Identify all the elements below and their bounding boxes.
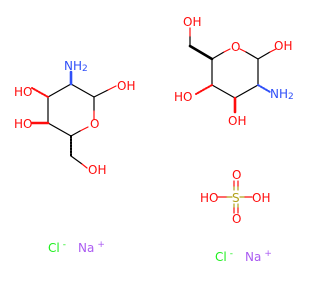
bond: [239, 48, 247, 53]
hash-bond-ho: [31, 87, 49, 98]
ho-label: HO: [14, 117, 32, 131]
ch2oh-label: OH: [88, 163, 106, 177]
bond: [223, 48, 231, 53]
structure-canvas: NH2 OH O HO HO OH OH O OH HO OH NH2: [14, 15, 294, 264]
bond: [234, 84, 259, 99]
ch2oh-label: OH: [183, 15, 201, 29]
sodium-label: Na+: [78, 240, 105, 255]
bond: [70, 155, 83, 165]
sulfuric-acid: HO S OH O O: [200, 168, 270, 226]
hash-bond-nh2: [257, 84, 271, 93]
bond: [70, 130, 81, 137]
chloride-label: Cl-: [215, 249, 233, 264]
bond: [70, 83, 95, 98]
ring-oxygen-label: O: [231, 40, 240, 54]
ho-label: HO: [174, 90, 192, 104]
oh-label: OH: [228, 114, 246, 128]
nh2-label: NH2: [64, 59, 88, 74]
oh-label: OH: [117, 79, 135, 93]
bond: [257, 51, 271, 60]
bond: [47, 83, 72, 98]
wedge-bond-ch2: [188, 44, 214, 61]
bond: [81, 163, 88, 169]
sodium-chloride-left: Cl- Na+: [48, 240, 105, 255]
bond: [211, 51, 225, 60]
sulfur-label: S: [232, 191, 240, 205]
ring-oxygen-label: O: [90, 117, 99, 131]
hash-bond-ho: [195, 84, 213, 95]
sodium-label: Na+: [245, 249, 272, 264]
ho-label: HO: [14, 85, 32, 99]
chloride-label: Cl-: [48, 240, 66, 255]
bond: [245, 51, 259, 60]
bond: [93, 89, 109, 98]
sodium-chloride-right: Cl- Na+: [215, 249, 272, 264]
oh-label: OH: [274, 39, 292, 53]
bond: [269, 48, 277, 53]
glucosamine-left: NH2 OH O HO HO OH: [14, 59, 135, 177]
bond: [107, 85, 117, 91]
oxygen-label: O: [232, 212, 241, 226]
oh-label: OH: [252, 191, 270, 205]
ho-label: HO: [200, 191, 218, 205]
nh2-label: NH2: [270, 87, 294, 102]
glucosamine-right: OH O OH HO OH NH2: [174, 15, 294, 128]
bond: [211, 84, 236, 99]
oxygen-label: O: [232, 168, 241, 182]
bond: [47, 122, 72, 137]
bond: [79, 126, 89, 132]
